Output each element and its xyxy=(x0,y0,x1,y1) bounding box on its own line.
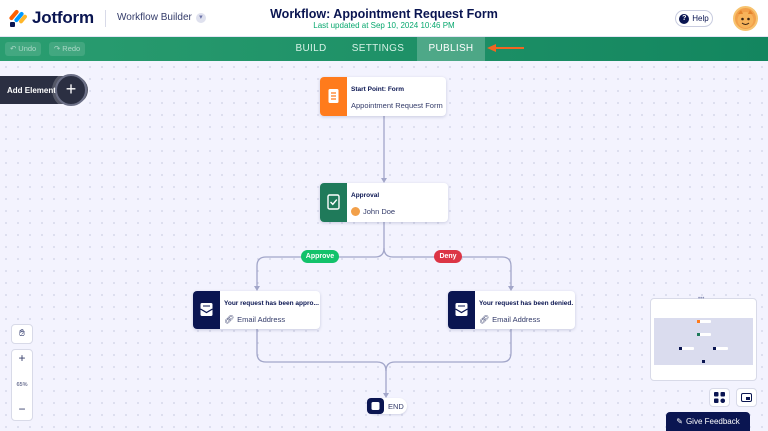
approve-branch-badge[interactable]: Approve xyxy=(301,250,339,263)
email-denied-node[interactable]: Your request has been denied. 🔗︎ Email A… xyxy=(448,291,575,329)
end-label: END xyxy=(388,402,404,411)
approver-name: John Doe xyxy=(363,207,396,216)
workflow-nav-bar xyxy=(0,37,768,61)
jotform-logo-icon xyxy=(8,9,28,27)
add-element-button[interactable]: + xyxy=(55,74,87,106)
email-approved-node[interactable]: Your request has been appro... 🔗︎ Email … xyxy=(193,291,320,329)
minimap-toggle-icon[interactable] xyxy=(736,388,757,407)
tab-build[interactable]: BUILD xyxy=(295,43,327,54)
grid-view-icon[interactable] xyxy=(709,388,730,407)
approval-node[interactable]: Approval John Doe xyxy=(320,183,448,222)
minimap-approval-marker xyxy=(697,333,700,336)
chevron-down-icon: ▾ xyxy=(195,12,206,23)
help-label: Help xyxy=(692,14,709,23)
tab-publish[interactable]: PUBLISH xyxy=(417,37,485,61)
email-icon xyxy=(193,291,220,329)
minimap-approval-node xyxy=(697,333,711,336)
minimap-drag-handle[interactable]: ••• xyxy=(698,296,705,302)
start-node-title: Start Point: Form xyxy=(351,86,405,93)
zoom-out-button[interactable]: − xyxy=(18,402,26,416)
workflow-builder-switcher[interactable]: Workflow Builder ▾ xyxy=(117,12,206,23)
jotform-logo[interactable]: Jotform xyxy=(8,8,94,28)
workflow-title: Workflow: Appointment Request Form xyxy=(270,7,498,21)
give-feedback-button[interactable]: ✎ Give Feedback xyxy=(666,412,750,431)
start-node-form-name: Appointment Request Form xyxy=(351,101,443,110)
help-button[interactable]: ? Help xyxy=(675,10,713,27)
undo-label: Undo xyxy=(18,44,37,53)
minimap-email-marker xyxy=(713,347,716,350)
link-icon: 🔗︎ xyxy=(224,315,235,324)
zoom-level: 65% xyxy=(16,382,28,388)
minimap-end-marker xyxy=(702,360,705,363)
email-icon xyxy=(448,291,475,329)
approval-node-title: Approval xyxy=(351,192,380,199)
form-icon xyxy=(320,77,347,116)
redo-icon: ↷ xyxy=(54,44,61,53)
deny-branch-badge[interactable]: Deny xyxy=(434,250,462,263)
feedback-icon: ✎ xyxy=(676,417,683,426)
avatar-face-icon xyxy=(737,10,754,28)
minimap-email-node xyxy=(679,347,694,350)
pan-hand-icon[interactable]: ✋︎ xyxy=(11,324,33,344)
minimap-start-marker xyxy=(697,320,700,323)
email-approved-title: Your request has been appro... xyxy=(224,300,319,307)
user-avatar[interactable] xyxy=(733,6,758,31)
last-updated-text: Last updated at Sep 10, 2024 10:46 PM xyxy=(313,21,455,30)
minimap-email-node xyxy=(713,347,728,350)
add-element-label: Add Element xyxy=(7,86,56,95)
workflow-builder-label: Workflow Builder xyxy=(117,12,192,23)
minimap-email-marker xyxy=(679,347,682,350)
email-denied-title: Your request has been denied. xyxy=(479,300,574,307)
undo-button[interactable]: ↶ Undo xyxy=(5,42,42,56)
undo-icon: ↶ xyxy=(10,44,17,53)
tab-settings[interactable]: SETTINGS xyxy=(351,43,405,54)
give-feedback-label: Give Feedback xyxy=(685,417,740,426)
annotation-arrow-icon xyxy=(487,44,524,52)
brand-name: Jotform xyxy=(32,8,94,27)
top-header xyxy=(0,0,768,37)
zoom-in-button[interactable]: + xyxy=(18,351,26,365)
start-point-node[interactable]: Start Point: Form Appointment Request Fo… xyxy=(320,77,446,116)
redo-label: Redo xyxy=(62,44,81,53)
email-denied-recipient: Email Address xyxy=(492,315,541,324)
redo-button[interactable]: ↷ Redo xyxy=(49,42,86,56)
email-approved-recipient: Email Address xyxy=(237,315,286,324)
approver-avatar-icon xyxy=(351,207,360,216)
end-square-icon xyxy=(367,398,384,414)
zoom-controls xyxy=(11,349,33,421)
header-divider xyxy=(105,10,106,27)
minimap-viewport[interactable] xyxy=(654,318,753,365)
link-icon: 🔗︎ xyxy=(479,315,490,324)
help-icon: ? xyxy=(679,13,690,24)
minimap-start-node xyxy=(697,320,711,323)
approval-icon xyxy=(320,183,347,222)
